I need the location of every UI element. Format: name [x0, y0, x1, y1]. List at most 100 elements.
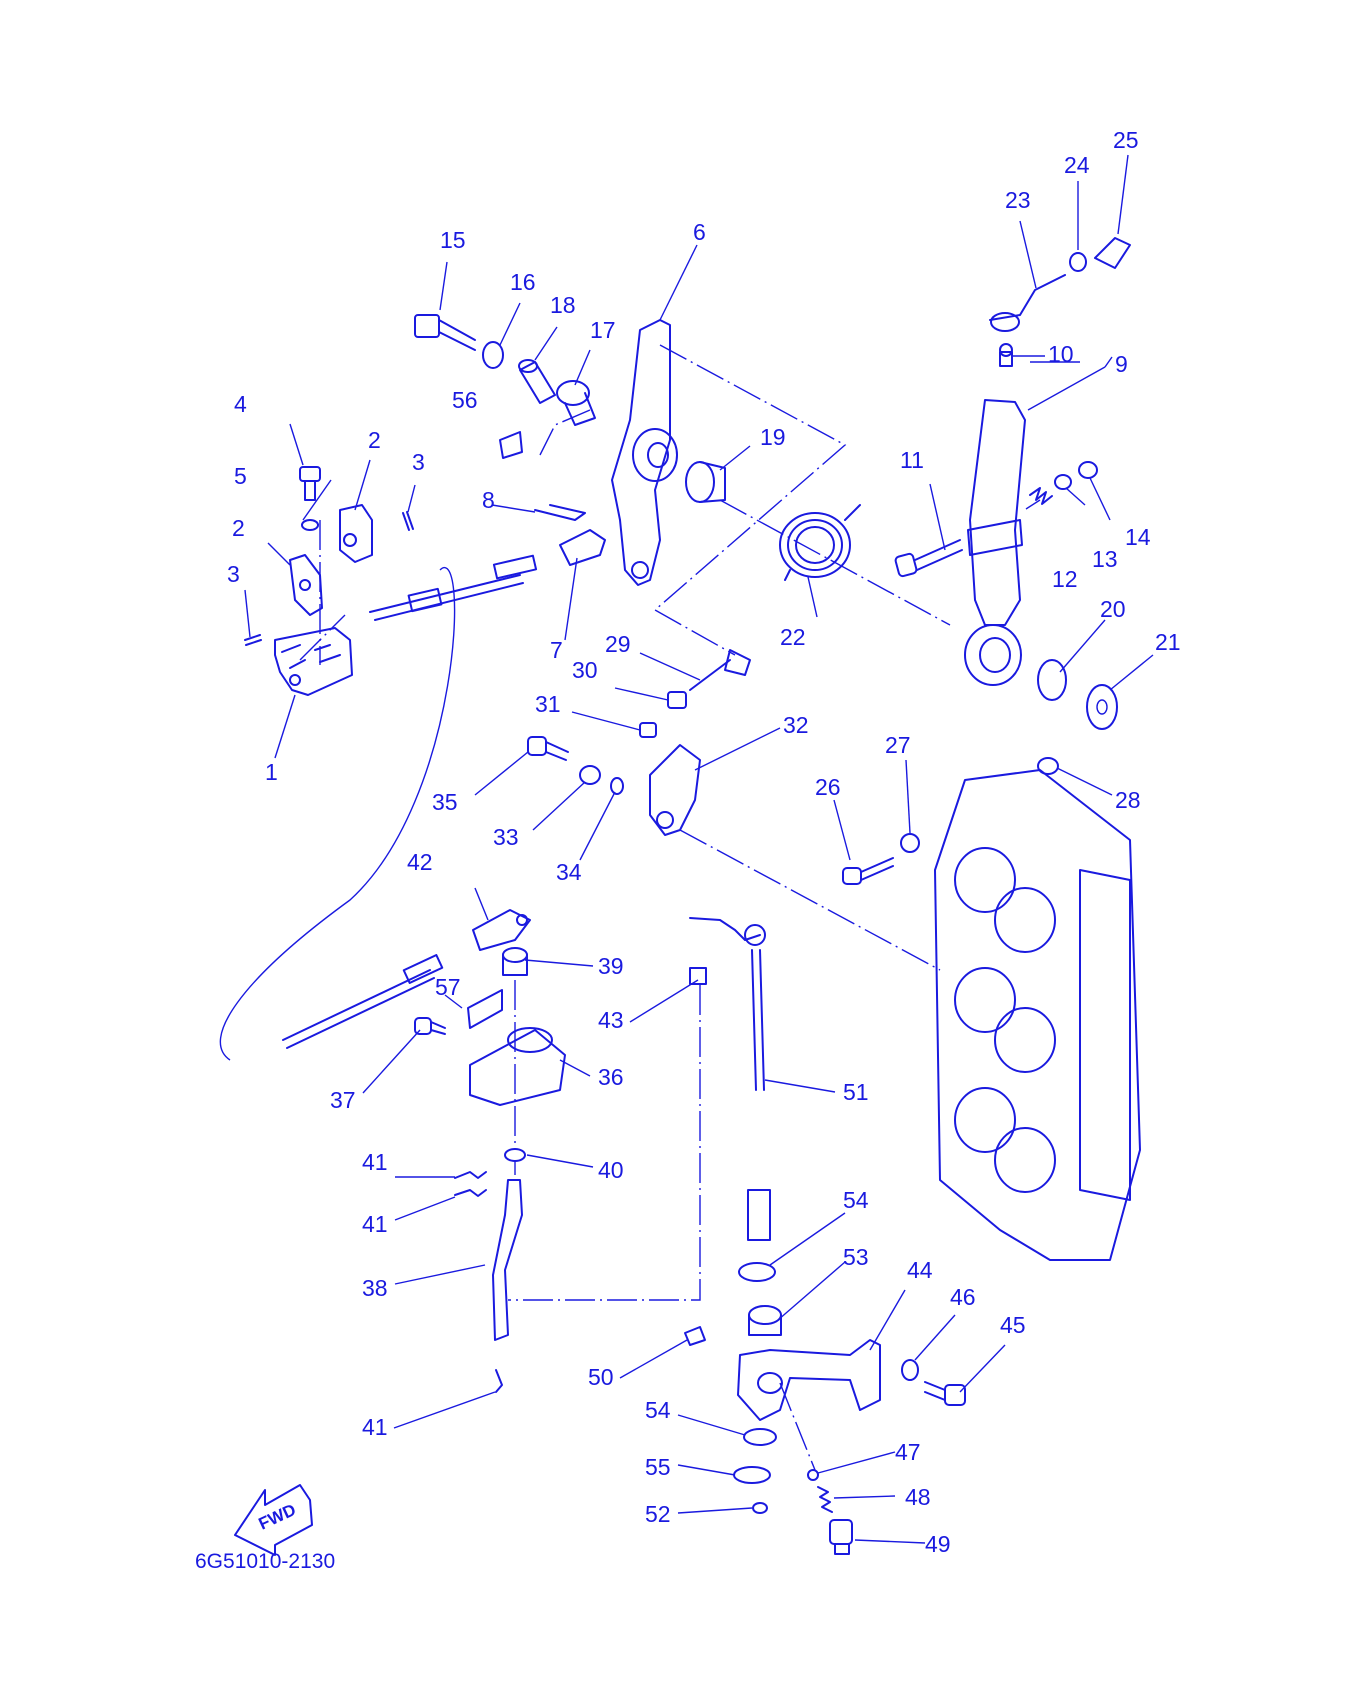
part-54-washer-lower [743, 1428, 777, 1446]
callout-46: 46 [950, 1284, 976, 1310]
callout-1: 1 [265, 759, 278, 785]
fwd-label: FWD [256, 1500, 299, 1534]
callout-5: 5 [234, 463, 247, 489]
callout-45: 45 [1000, 1312, 1026, 1338]
callout-7: 7 [550, 637, 563, 663]
part-36-bracket [469, 1027, 566, 1106]
callout-57: 57 [435, 974, 461, 1000]
callout-8: 8 [482, 487, 495, 513]
part-26-screw [842, 857, 894, 885]
callout-41-b: 41 [362, 1211, 388, 1237]
callout-24: 24 [1064, 152, 1090, 178]
part-21-washer [1086, 684, 1118, 730]
part-57-label [467, 989, 503, 1029]
callout-4: 4 [234, 391, 247, 417]
part-28-cap [1037, 757, 1059, 775]
callout-39: 39 [598, 953, 624, 979]
callout-52: 52 [645, 1501, 671, 1527]
part-20-washer [1037, 659, 1067, 701]
callout-9: 9 [1115, 351, 1128, 377]
part-19-bushing [685, 461, 726, 503]
part-53-collar [748, 1305, 782, 1336]
callout-33: 33 [493, 824, 519, 850]
part-31-nut [639, 722, 657, 738]
callout-17: 17 [590, 317, 616, 343]
callout-29: 29 [605, 631, 631, 657]
callout-2-lower: 2 [232, 515, 245, 541]
callout-31: 31 [535, 691, 561, 717]
callout-25: 25 [1113, 127, 1139, 153]
callout-37: 37 [330, 1087, 356, 1113]
part-42-cable-joint [472, 909, 531, 951]
part-5-washer [301, 519, 319, 531]
part-41-clip-a [454, 1171, 487, 1179]
callout-44: 44 [907, 1257, 933, 1283]
throttle-cable [219, 554, 538, 1061]
part-drawings: FWD [219, 237, 1141, 1556]
part-14-collar [1078, 461, 1098, 479]
part-9-lever-assembly [964, 399, 1026, 686]
part-35-bolt [527, 736, 569, 761]
callout-55: 55 [645, 1454, 671, 1480]
part-32-cam-lever [649, 744, 701, 836]
callout-21: 21 [1155, 629, 1181, 655]
part-41-clip-b [454, 1189, 487, 1197]
part-1-bracket [274, 627, 353, 696]
callout-35: 35 [432, 789, 458, 815]
callout-49: 49 [925, 1531, 951, 1557]
part-45-bolt [924, 1381, 966, 1406]
part-40-washer [504, 1148, 526, 1162]
callout-12: 12 [1052, 566, 1078, 592]
leader-lines [244, 154, 1154, 1544]
callout-50: 50 [588, 1364, 614, 1390]
callout-19: 19 [760, 424, 786, 450]
part-22-spring [779, 504, 861, 581]
part-29-link-rod [689, 649, 751, 691]
callout-36: 36 [598, 1064, 624, 1090]
forward-arrow-icon: FWD [234, 1484, 313, 1556]
part-25-joint [1094, 237, 1131, 269]
part-18-collar [518, 359, 556, 404]
callout-3-lower: 3 [227, 561, 240, 587]
part-7-cable-joint [559, 529, 606, 566]
part-39-collar [502, 947, 528, 976]
callout-40: 40 [598, 1157, 624, 1183]
callout-10: 10 [1048, 341, 1074, 367]
part-3-pin-upper [402, 511, 414, 531]
callout-43: 43 [598, 1007, 624, 1033]
drawing-code: 6G51010-2130 [195, 1550, 335, 1573]
callout-18: 18 [550, 292, 576, 318]
part-52-o-ring [752, 1502, 768, 1514]
part-47-ball [807, 1469, 819, 1481]
part-38-shift-rod [492, 1179, 523, 1341]
callout-labels: 1 2 2 3 3 4 5 6 7 8 9 10 11 12 13 14 15 … [227, 127, 1181, 1557]
part-16-washer [482, 341, 504, 369]
callout-53: 53 [843, 1244, 869, 1270]
part-4-bolt [299, 466, 321, 501]
part-10-grease-nipple [999, 343, 1013, 367]
part-11-bolt [894, 539, 963, 578]
callout-38: 38 [362, 1275, 388, 1301]
callout-6: 6 [693, 219, 706, 245]
part-15-bolt [414, 314, 476, 351]
part-41-clip-c [495, 1369, 503, 1393]
shift-cable [282, 954, 444, 1049]
callout-54-lower: 54 [645, 1397, 671, 1423]
part-6-throttle-lever [611, 319, 678, 586]
part-2-clip-upper [339, 504, 373, 563]
part-54-washer-upper [738, 1262, 776, 1282]
callout-26: 26 [815, 774, 841, 800]
part-56-label [499, 431, 523, 459]
part-17-bushing [556, 380, 596, 426]
callout-32: 32 [783, 712, 809, 738]
callout-47: 47 [895, 1439, 921, 1465]
callout-16: 16 [510, 269, 536, 295]
part-49-plug [829, 1519, 853, 1555]
callout-2-upper: 2 [368, 427, 381, 453]
callout-28: 28 [1115, 787, 1141, 813]
part-2-clip-lower [289, 554, 323, 616]
part-13-washer [1054, 474, 1072, 490]
part-55-circlip [733, 1466, 771, 1484]
callout-41-c: 41 [362, 1414, 388, 1440]
